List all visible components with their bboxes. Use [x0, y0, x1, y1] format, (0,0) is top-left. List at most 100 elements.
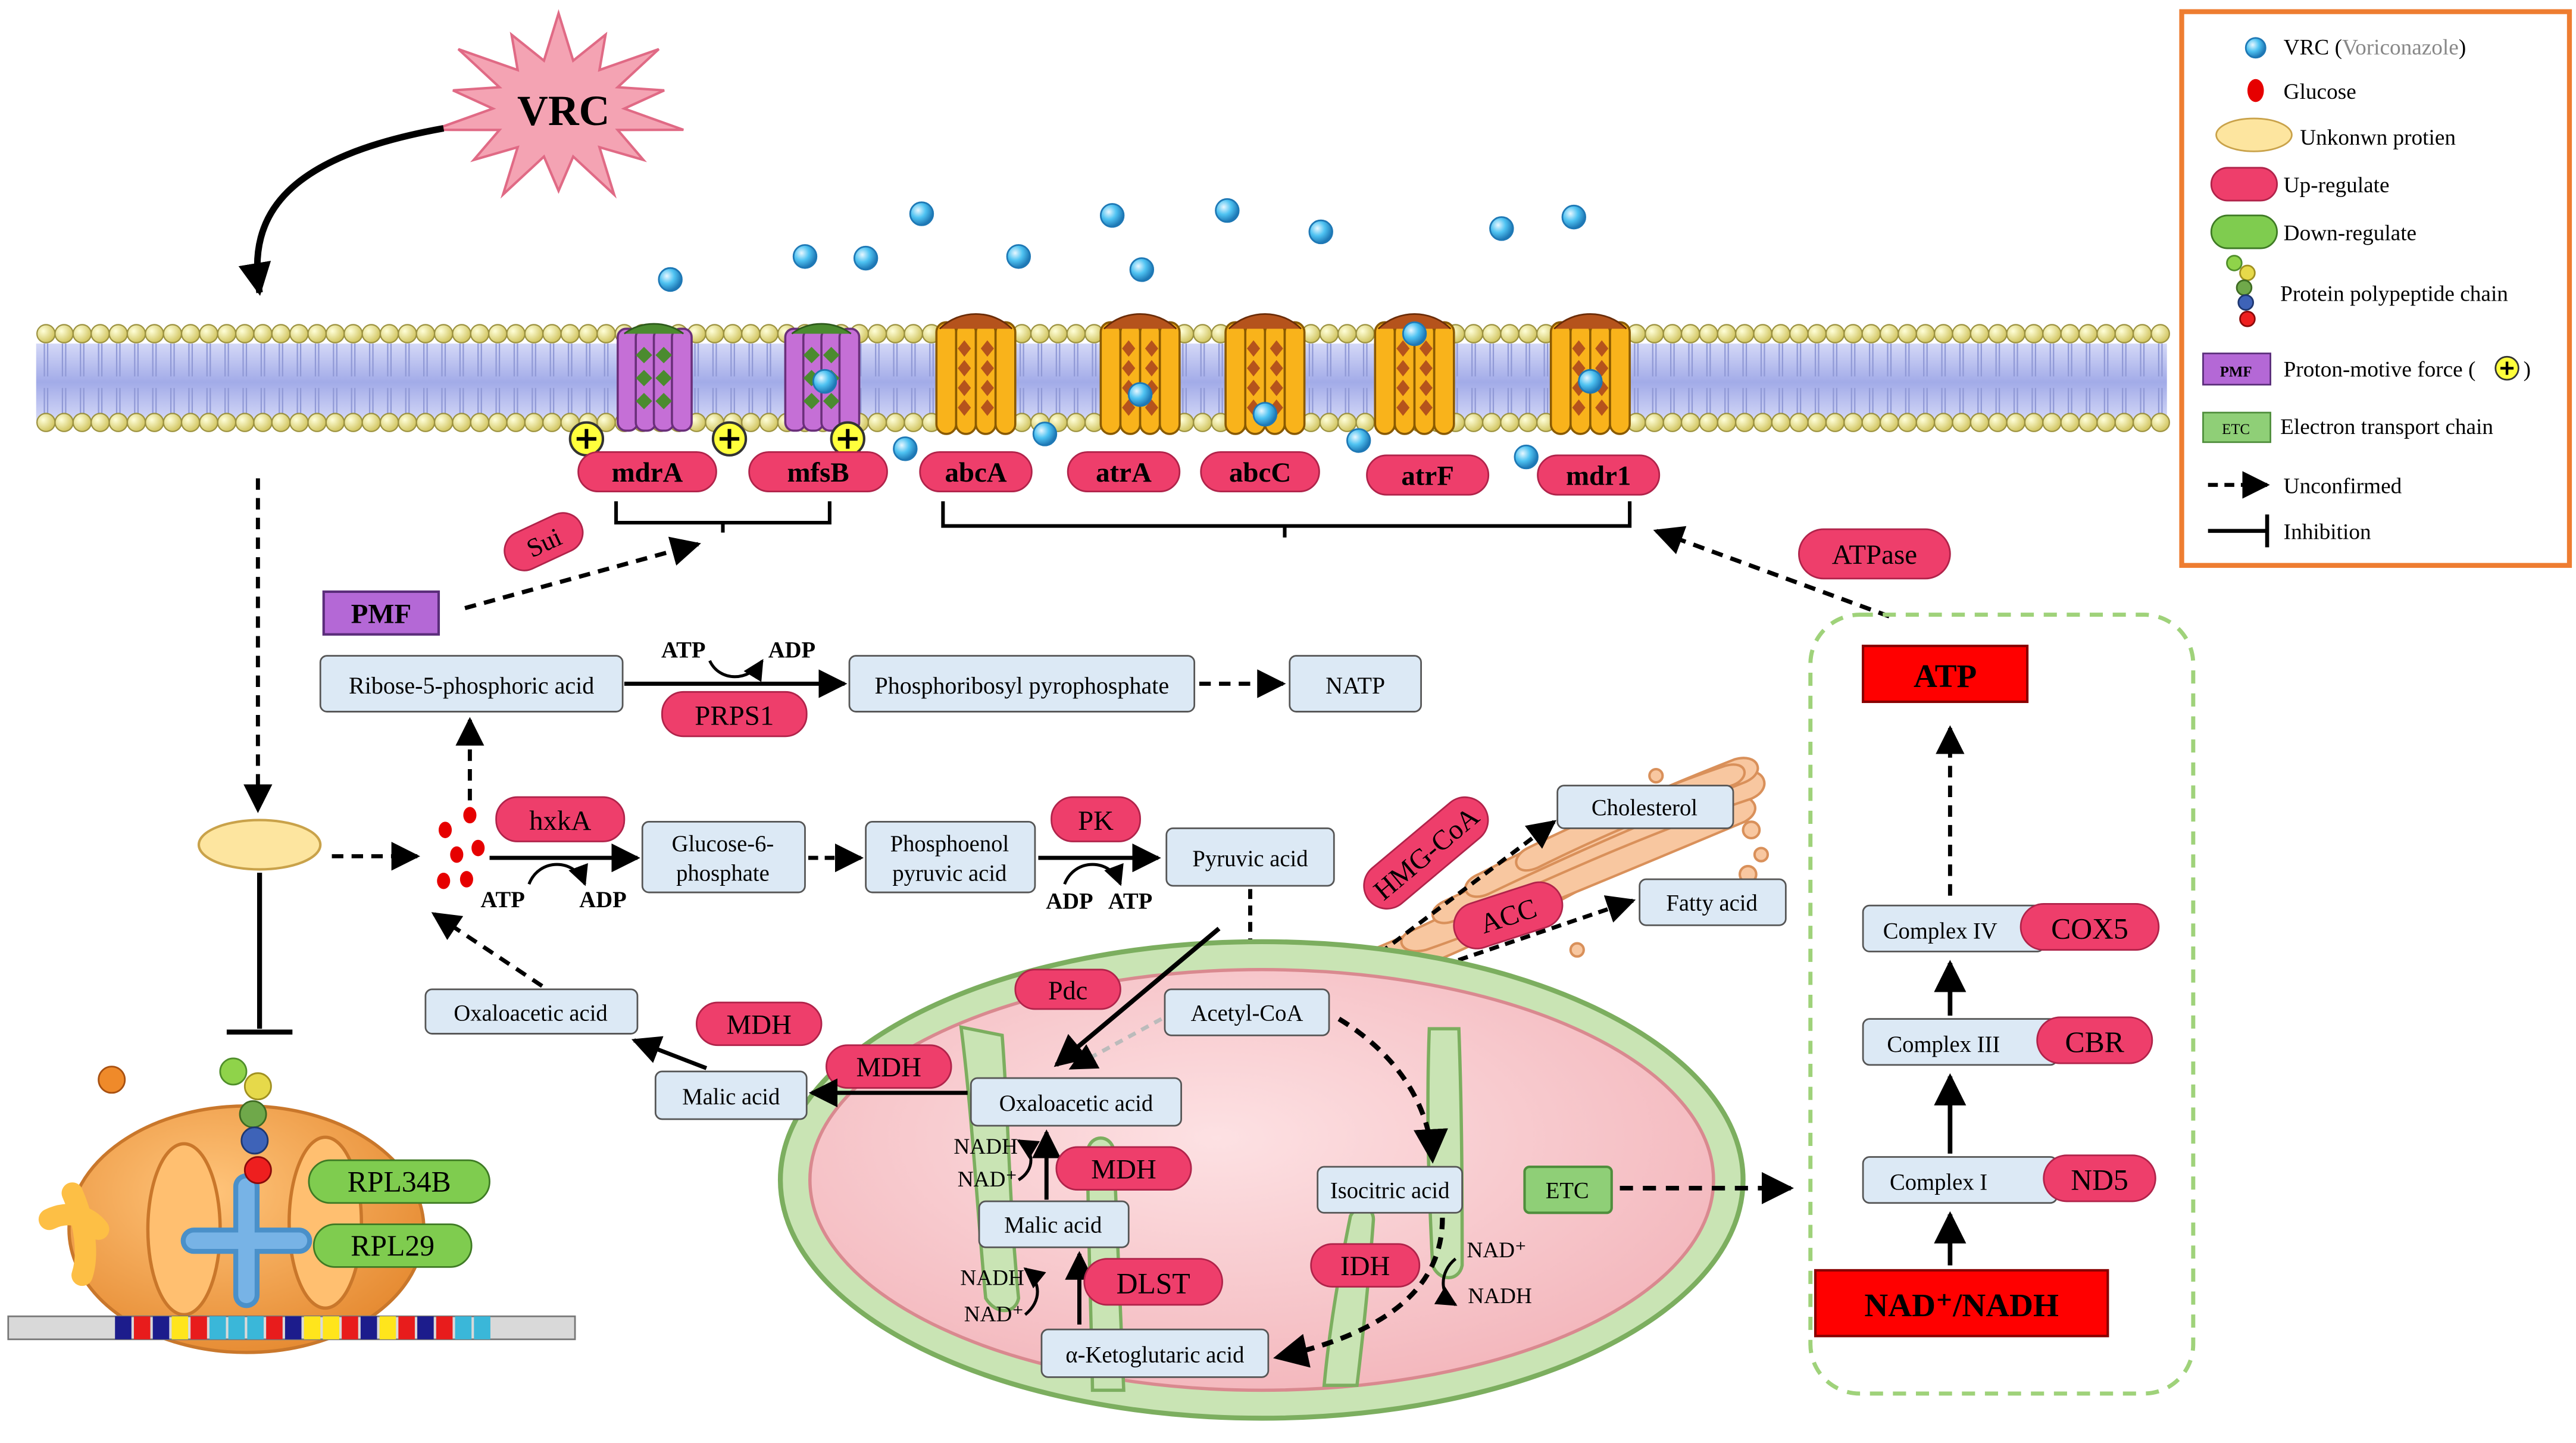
vrc-molecule: [1032, 421, 1058, 446]
adp-label-1: ADP: [768, 638, 815, 663]
lipid-head: [199, 413, 218, 432]
lipid-head: [1897, 324, 1917, 343]
lipid-head: [343, 413, 363, 432]
unknown-protein: [197, 819, 322, 871]
atp-label-2: ATP: [480, 888, 524, 913]
transporter-motif: [803, 392, 820, 410]
prpp-label: Phosphoribosyl pyrophosphate: [875, 672, 1170, 699]
transporter-helix: [1374, 321, 1396, 435]
oxalo-to-glucose-arrow: [431, 912, 543, 988]
mdh-node-3: MDH: [1055, 1146, 1192, 1191]
codon-block: [171, 1316, 189, 1339]
lipid-head: [2096, 413, 2116, 432]
lipid-head: [1518, 324, 1538, 343]
mfs-transporter: [784, 323, 861, 432]
lipid-head: [1988, 324, 2008, 343]
lipid-head: [1464, 413, 1484, 432]
lipid-head: [54, 413, 74, 432]
lipid-head: [542, 324, 562, 343]
etc-legend-icon: [2202, 411, 2271, 443]
lipid-head: [1319, 324, 1339, 343]
transporter-helix: [617, 327, 639, 432]
prpp-box: Phosphoribosyl pyrophosphate: [848, 655, 1196, 713]
g6p-box: Glucose-6- phosphate: [641, 820, 806, 894]
mdh-label-1: MDH: [726, 1009, 791, 1040]
lipid-head: [741, 413, 761, 432]
lipid-head: [705, 324, 724, 343]
vrc-molecule: [1129, 257, 1155, 282]
vrc-molecule: [1127, 382, 1153, 407]
codon-block: [228, 1316, 245, 1339]
vrc-molecule: [792, 244, 818, 269]
lipid-head: [217, 413, 237, 432]
lipid-head: [1915, 324, 1936, 343]
pyruvic-to-oxalo-arrow: [1053, 926, 1221, 1067]
lipid-head: [199, 324, 218, 343]
lipid-head: [452, 413, 471, 432]
lipid-head: [1680, 413, 1700, 432]
atp-label-1: ATP: [661, 638, 705, 663]
lipid-head: [524, 413, 544, 432]
nadh-label-2: NADH: [960, 1266, 1024, 1291]
vrc-molecule: [812, 368, 837, 394]
lipid-head: [433, 324, 454, 343]
lipid-head: [1825, 413, 1845, 432]
atp-box-label: ATP: [1914, 658, 1977, 694]
natp-box: NATP: [1289, 655, 1422, 713]
lipid-head: [1337, 324, 1357, 343]
transporter-motif: [1419, 399, 1433, 416]
transporter-motif: [636, 370, 652, 386]
idh-node: IDH: [1310, 1243, 1421, 1288]
acc-node: ACC: [1453, 881, 1564, 949]
atpase-node: ATPase: [1798, 528, 1951, 580]
lipid-head: [2133, 324, 2152, 343]
legend-down: Down-regulate: [2284, 221, 2416, 245]
lipid-head: [1988, 413, 2008, 432]
lipid-head: [126, 324, 146, 343]
lipid-head: [1066, 413, 1086, 432]
lipid-head: [1807, 413, 1827, 432]
transporter-motif: [655, 346, 672, 364]
transporter-cap: [939, 313, 1013, 330]
lipid-head: [1193, 413, 1212, 432]
complex4-box: Complex IV COX5: [1862, 903, 2160, 952]
lipid-head: [723, 324, 743, 343]
lipid-head: [343, 324, 363, 343]
pep-label-1: Phosphoenol: [890, 832, 1009, 857]
legend-inhibition: Inhibition: [2284, 520, 2371, 545]
lipid-head: [1952, 413, 1971, 432]
akg-box: α-Ketoglutaric acid: [1040, 1328, 1270, 1378]
transporter-helix: [671, 327, 693, 432]
lipid-head: [1843, 413, 1863, 432]
transporter-helix: [838, 327, 861, 432]
legend-glucose: Glucose: [2284, 80, 2356, 104]
lipid-head: [2096, 324, 2116, 343]
atrA-label: atrA: [1096, 457, 1152, 488]
lipid-head: [289, 413, 309, 432]
lipid-head: [162, 413, 183, 432]
codon-block: [266, 1316, 283, 1339]
transporter-cap: [1103, 313, 1177, 330]
vrc-molecule: [1308, 219, 1333, 245]
nad-label-3: NAD⁺: [1467, 1238, 1526, 1263]
transporter-helix: [1549, 321, 1572, 435]
nadh-label-1: NADH: [954, 1135, 1018, 1159]
etc-label: ETC: [1546, 1178, 1589, 1203]
lipid-head: [2114, 413, 2134, 432]
lipid-head: [1481, 324, 1502, 343]
lipid-head: [398, 413, 417, 432]
vrc-molecule: [1514, 444, 1539, 470]
lipid-head: [145, 413, 164, 432]
lipid-head: [108, 324, 129, 343]
lipid-head: [1789, 324, 1809, 343]
pyruvic-box: Pyruvic acid: [1165, 827, 1335, 887]
vrc-entry-arrow: [238, 125, 445, 296]
nadh-label-3: NADH: [1468, 1284, 1532, 1308]
ribose-box: Ribose-5-phosphoric acid: [319, 655, 624, 713]
lipid-head: [1030, 324, 1050, 343]
lipid-head: [1481, 413, 1502, 432]
pyruvic-label: Pyruvic acid: [1192, 847, 1308, 872]
transporter-brackets: [614, 501, 1632, 538]
transporter-motif: [1419, 340, 1433, 357]
lipid-head: [2150, 324, 2170, 343]
